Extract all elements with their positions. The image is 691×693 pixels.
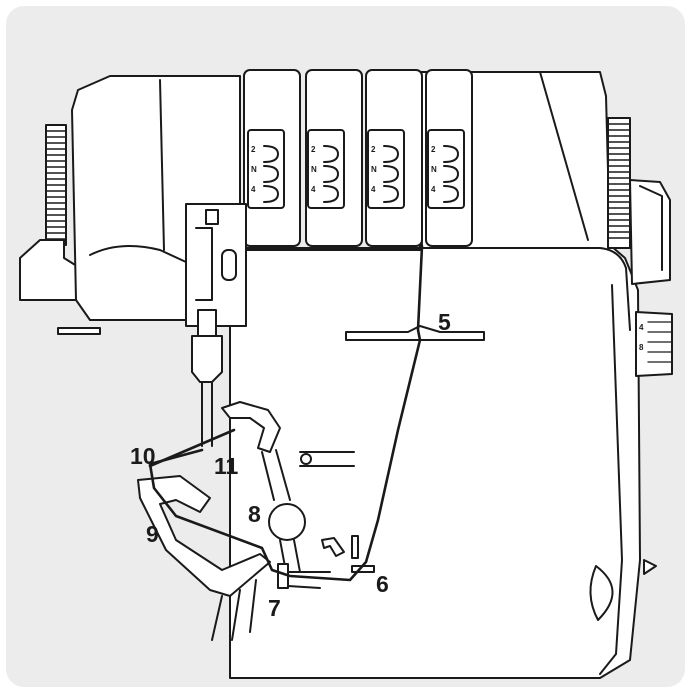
dial-4-mark-bottom: 4 bbox=[431, 185, 436, 194]
upper-guide bbox=[299, 451, 355, 467]
dial-3-mark-top: 2 bbox=[371, 145, 376, 154]
side-dial-mark-top: 4 bbox=[639, 323, 644, 332]
right-top-block bbox=[629, 179, 671, 285]
right-handwheel bbox=[607, 117, 631, 249]
callout-11: 11 bbox=[214, 453, 239, 479]
callout-8: 8 bbox=[248, 501, 261, 527]
callout-7: 7 bbox=[268, 595, 281, 621]
left-handwheel bbox=[45, 124, 67, 246]
tension-dial-4: 2 N 4 bbox=[425, 69, 473, 247]
callout-6: 6 bbox=[376, 571, 389, 597]
dial-4-mark-mid: N bbox=[431, 165, 437, 174]
side-dial-mark-bottom: 8 bbox=[639, 343, 644, 352]
tension-dial-1: 2 N 4 bbox=[243, 69, 301, 247]
arrow-marker-icon bbox=[643, 559, 657, 575]
dial-3-mark-bottom: 4 bbox=[371, 185, 376, 194]
dial-1-mark-top: 2 bbox=[251, 145, 256, 154]
tension-dial-2: 2 N 4 bbox=[305, 69, 363, 247]
dial-2-mark-mid: N bbox=[311, 165, 317, 174]
side-dial: 4 8 bbox=[635, 311, 673, 377]
lower-looper bbox=[137, 475, 271, 641]
callout-10: 10 bbox=[130, 443, 156, 469]
dial-2-mark-bottom: 4 bbox=[311, 185, 316, 194]
dial-1-mark-bottom: 4 bbox=[251, 185, 256, 194]
dial-2-mark-top: 2 bbox=[311, 145, 316, 154]
looper-lever bbox=[221, 401, 306, 573]
needle-assembly bbox=[185, 203, 247, 447]
dial-4-mark-top: 2 bbox=[431, 145, 436, 154]
dial-1-mark-mid: N bbox=[251, 165, 257, 174]
left-base bbox=[19, 239, 81, 301]
thread-guide-5 bbox=[345, 325, 485, 341]
dial-3-mark-mid: N bbox=[371, 165, 377, 174]
callout-9: 9 bbox=[146, 521, 159, 547]
callout-5: 5 bbox=[438, 309, 451, 335]
thread-path bbox=[148, 244, 424, 582]
tension-dials: 2 N 4 2 N 4 2 N 4 2 N 4 bbox=[243, 69, 473, 247]
front-knob bbox=[589, 565, 614, 621]
bracket-7 bbox=[277, 537, 345, 589]
left-foot bbox=[57, 327, 101, 335]
tension-dial-3: 2 N 4 bbox=[365, 69, 423, 247]
